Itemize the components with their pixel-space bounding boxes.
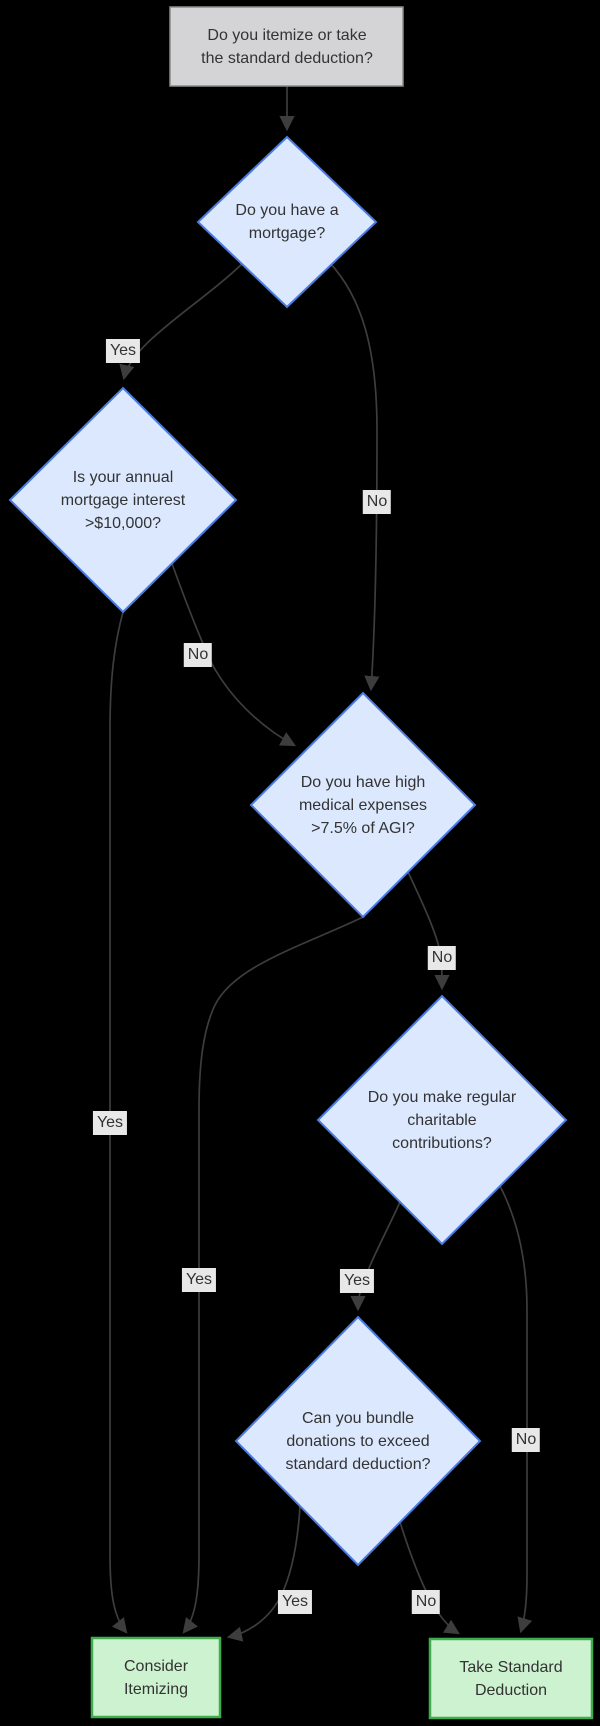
edge-label-charitable-no: No (511, 1428, 541, 1452)
medical-decision-shape (249, 691, 477, 919)
edge-label-mortgage-interest-no: No (183, 643, 213, 667)
edge-label-medical-yes: Yes (181, 1268, 217, 1292)
edge-charitable-no-to-take-standard (499, 1185, 533, 1634)
consider-itemizing-node-shape (90, 1636, 222, 1719)
edge-mortgage-yes-to-mortgage-interest (119, 261, 245, 381)
edge-label-bundle-yes: Yes (277, 1590, 313, 1614)
edge-label-bundle-no: No (411, 1590, 441, 1614)
mortgage-decision-shape (196, 135, 378, 309)
charitable-decision-shape (316, 994, 568, 1246)
edge-medical-no-to-charitable (407, 871, 450, 991)
edge-label-charitable-yes: Yes (339, 1269, 375, 1293)
edge-medical-yes-to-consider-itemizing (182, 916, 364, 1634)
edge-mortgage-no-to-medical (328, 261, 380, 692)
start-node-shape (169, 6, 404, 87)
edge-mortgage-interest-yes-to-consider-itemizing (109, 611, 128, 1634)
edge-label-mortgage-no: No (362, 490, 392, 514)
edge-bundle-yes-to-consider-itemizing (226, 1505, 301, 1642)
edge-label-mortgage-yes: Yes (105, 339, 141, 363)
edge-label-mortgage-interest-yes: Yes (92, 1111, 128, 1135)
edge-bundle-no-to-take-standard (399, 1521, 460, 1635)
bundle-decision-shape (234, 1315, 482, 1567)
take-standard-node-shape (428, 1637, 594, 1720)
mortgage-interest-decision-shape (8, 386, 238, 614)
edge-label-medical-no: No (427, 946, 457, 970)
